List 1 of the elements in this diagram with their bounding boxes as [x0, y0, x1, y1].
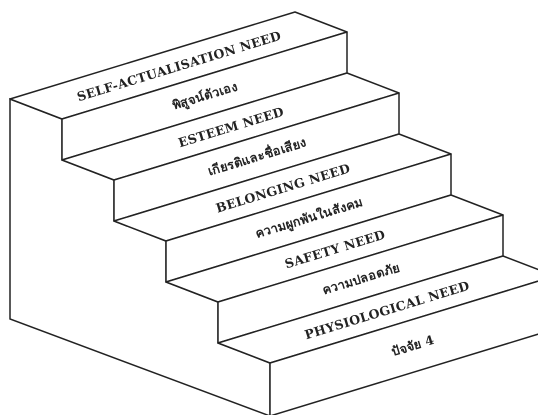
step-label: ปัจจัย 4 [389, 332, 436, 362]
